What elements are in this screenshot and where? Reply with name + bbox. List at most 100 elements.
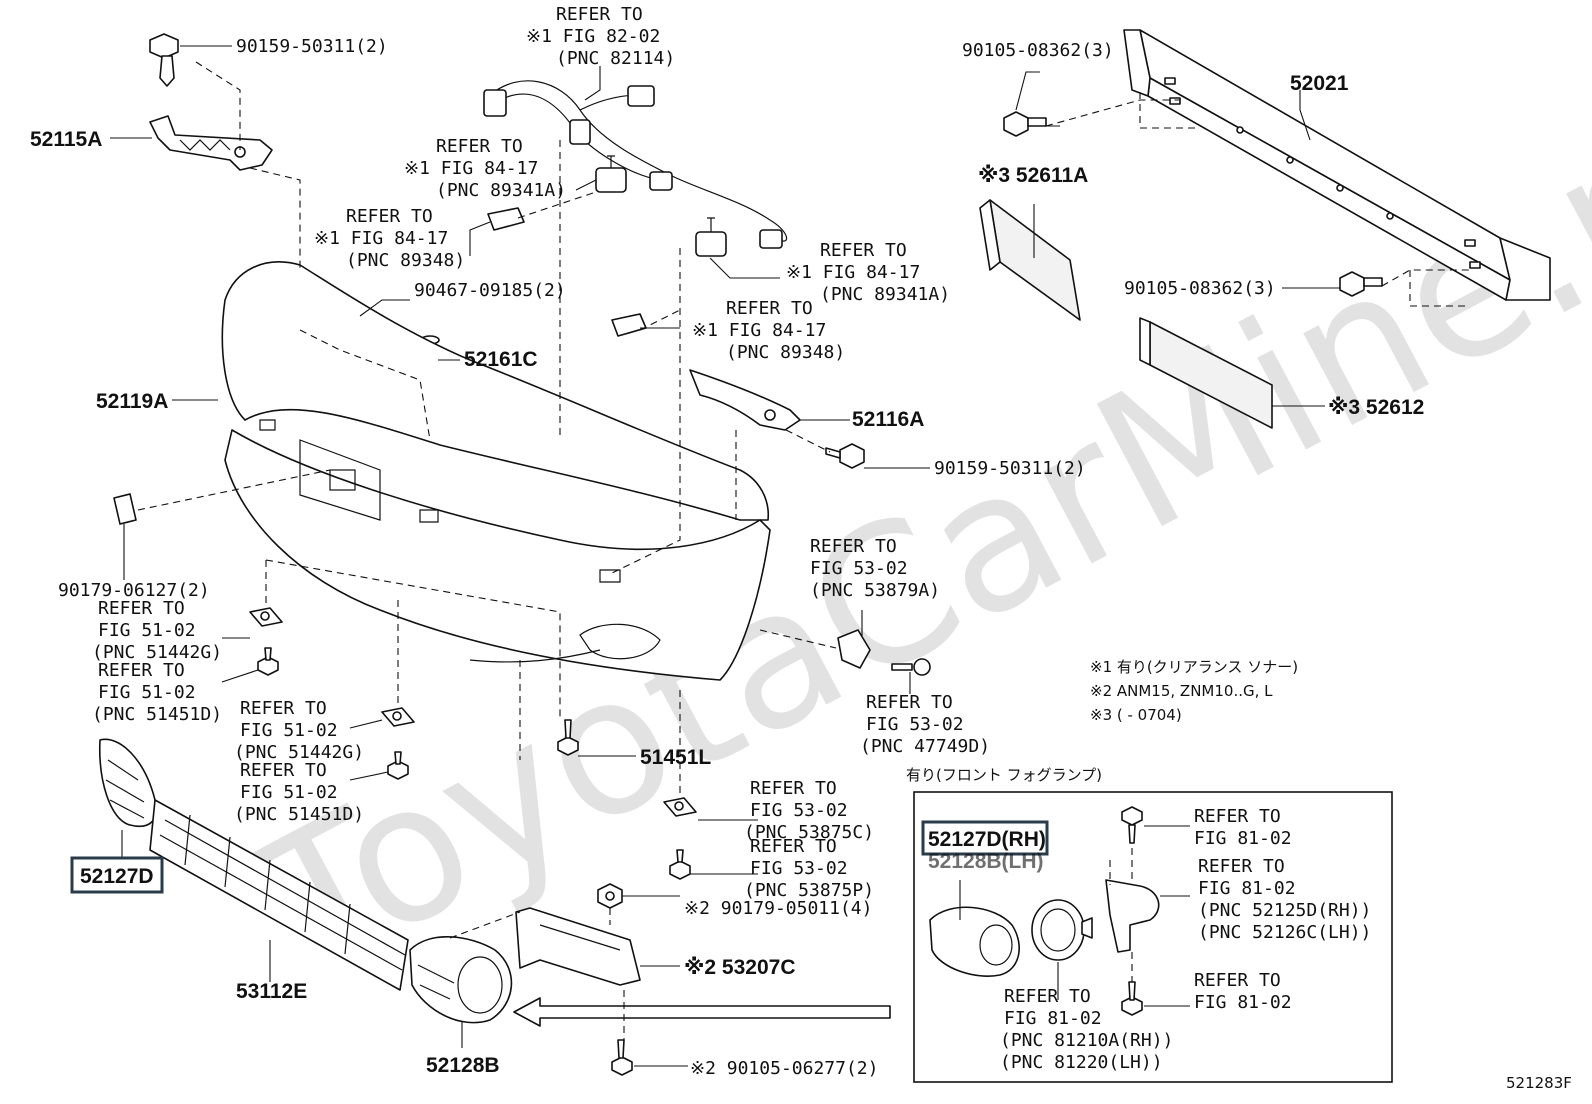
bracket-53207C[interactable]: [515, 907, 641, 986]
bezel-52127D[interactable]: [98, 738, 157, 827]
absorber-52611A[interactable]: [979, 199, 1081, 321]
nut-51442G-upper[interactable]: [249, 607, 283, 627]
ref-5102c-line2: FIG 51-02: [240, 720, 338, 741]
ref-5102b-line2: FIG 51-02: [98, 682, 196, 703]
bolt-90159-top[interactable]: [149, 33, 179, 87]
diagram-id: 521283F: [1506, 1074, 1572, 1092]
screw-51451D-lower[interactable]: [387, 751, 409, 780]
ref-5102d-line2: FIG 51-02: [240, 782, 338, 803]
label-53112E: 53112E: [236, 980, 307, 1003]
ref-8102b-line1: REFER TO: [1198, 856, 1285, 877]
ref-8102d-line1: REFER TO: [1004, 986, 1091, 1007]
retainer-53879A[interactable]: [837, 629, 871, 669]
dashed-lines: [137, 61, 1470, 1040]
inset-box: [913, 791, 1393, 1083]
clip-47749D[interactable]: [891, 658, 931, 676]
label-90159-top: 90159-50311(2): [236, 36, 388, 57]
label-52128B-LH: 52128B(LH): [928, 850, 1044, 873]
ref-82-line1: REFER TO: [556, 4, 643, 25]
nut-90179-05011[interactable]: [597, 883, 623, 909]
ref-5302c-line3: (PNC 53875C): [744, 822, 874, 843]
ref-5302b-line1: REFER TO: [866, 692, 953, 713]
ref-82-line2: ※1 FIG 82-02: [526, 26, 660, 47]
grille-53112E[interactable]: [149, 799, 409, 991]
ref-5302a-line1: REFER TO: [810, 536, 897, 557]
bumper-cover-52119A[interactable]: [221, 261, 771, 681]
clip-90179-06127[interactable]: [113, 493, 137, 525]
ref-5302d-line2: FIG 53-02: [750, 858, 848, 879]
ref-8417a-line2: ※1 FIG 84-17: [404, 158, 538, 179]
label-53207C: ※2 53207C: [684, 956, 796, 979]
inset-screw-top[interactable]: [1121, 806, 1143, 844]
ref-5302b-line3: (PNC 47749D): [860, 736, 990, 757]
sensor-89348-upper[interactable]: [487, 207, 525, 231]
ref-8417b-line2: ※1 FIG 84-17: [314, 228, 448, 249]
ref-5102a-line2: FIG 51-02: [98, 620, 196, 641]
ref-8102a-line1: REFER TO: [1194, 806, 1281, 827]
ref-5102c-line3: (PNC 51442G): [234, 742, 364, 763]
nut-51442G-lower[interactable]: [381, 707, 415, 727]
label-90179-05011: ※2 90179-05011(4): [684, 898, 872, 919]
ref-5102b-line1: REFER TO: [98, 660, 185, 681]
ref-8102c-line1: REFER TO: [1194, 970, 1281, 991]
label-52612: ※3 52612: [1328, 396, 1424, 419]
label-90159-mid: 90159-50311(2): [934, 458, 1086, 479]
ref-5302c-line1: REFER TO: [750, 778, 837, 799]
bolt-51451L[interactable]: [557, 719, 579, 756]
screw-53875P[interactable]: [669, 849, 691, 880]
nut-53875C[interactable]: [663, 797, 697, 817]
sensor-89348-lower[interactable]: [611, 313, 647, 337]
ref-8102a-line2: FIG 81-02: [1194, 828, 1292, 849]
ref-8417c-line3: (PNC 89341A): [820, 284, 950, 305]
inset-screw-bottom[interactable]: [1121, 981, 1143, 1016]
bolt-90159-mid[interactable]: [825, 443, 865, 469]
cover-52128B[interactable]: [409, 936, 513, 1024]
highlight-52127D: [70, 856, 164, 894]
ref-5302d-line3: (PNC 53875P): [744, 880, 874, 901]
bolt-90105-top[interactable]: [1003, 111, 1047, 137]
ref-5102d-line3: (PNC 51451D): [234, 804, 364, 825]
label-90467: 90467-09185(2): [414, 280, 566, 301]
label-52161C: 52161C: [464, 348, 538, 371]
sensor-89341A-lower[interactable]: [695, 217, 727, 257]
ref-5102a-line1: REFER TO: [98, 598, 185, 619]
arrow-to-inset: [513, 997, 891, 1027]
screw-51451D-upper[interactable]: [257, 647, 279, 676]
highlight-52127D-RH: [921, 820, 1049, 856]
label-52116A: 52116A: [852, 408, 924, 431]
inset-fog-bracket[interactable]: [1105, 879, 1160, 953]
label-52119A: 52119A: [96, 390, 168, 413]
note-1: ※1 有り(クリアランス ソナー): [1090, 658, 1298, 676]
ref-8102d-line2: FIG 81-02: [1004, 1008, 1102, 1029]
bracket-52116A[interactable]: [689, 369, 801, 431]
label-52611A: ※3 52611A: [978, 164, 1088, 187]
ref-8102b-line2: FIG 81-02: [1198, 878, 1296, 899]
ref-8417d-line1: REFER TO: [726, 298, 813, 319]
label-90179-06127: 90179-06127(2): [58, 580, 210, 601]
sensor-89341A-upper[interactable]: [595, 155, 627, 193]
label-90105-top: 90105-08362(3): [962, 40, 1114, 61]
ref-5302a-line3: (PNC 53879A): [810, 580, 940, 601]
ref-8417d-line2: ※1 FIG 84-17: [692, 320, 826, 341]
inset-bezel[interactable]: [929, 906, 1020, 977]
inset-fog-lamp[interactable]: [1031, 899, 1093, 961]
label-90105-06277: ※2 90105-06277(2): [690, 1058, 878, 1079]
label-52021: 52021: [1290, 72, 1349, 95]
bolt-90105-06277[interactable]: [611, 1039, 633, 1076]
ref-8417d-line3: (PNC 89348): [726, 342, 845, 363]
ref-8102c-line2: FIG 81-02: [1194, 992, 1292, 1013]
reinforcement-52021[interactable]: [1123, 29, 1551, 301]
labels: 90159-50311(2) 52115A REFER TO ※1 FIG 82…: [30, 4, 1572, 1092]
ref-8102d-line3: (PNC 81210A(RH)): [1000, 1030, 1173, 1051]
ref-5302a-line2: FIG 53-02: [810, 558, 908, 579]
bolt-90105-mid[interactable]: [1339, 271, 1383, 297]
bracket-52115A[interactable]: [149, 115, 273, 171]
absorber-52612[interactable]: [1139, 317, 1273, 429]
ref-8102b-line3: (PNC 52125D(RH)): [1198, 900, 1371, 921]
ref-5102a-line3: (PNC 51442G): [92, 642, 222, 663]
ref-5102c-line1: REFER TO: [240, 698, 327, 719]
ref-8417a-line3: (PNC 89341A): [436, 180, 566, 201]
wire-harness[interactable]: [483, 80, 788, 249]
